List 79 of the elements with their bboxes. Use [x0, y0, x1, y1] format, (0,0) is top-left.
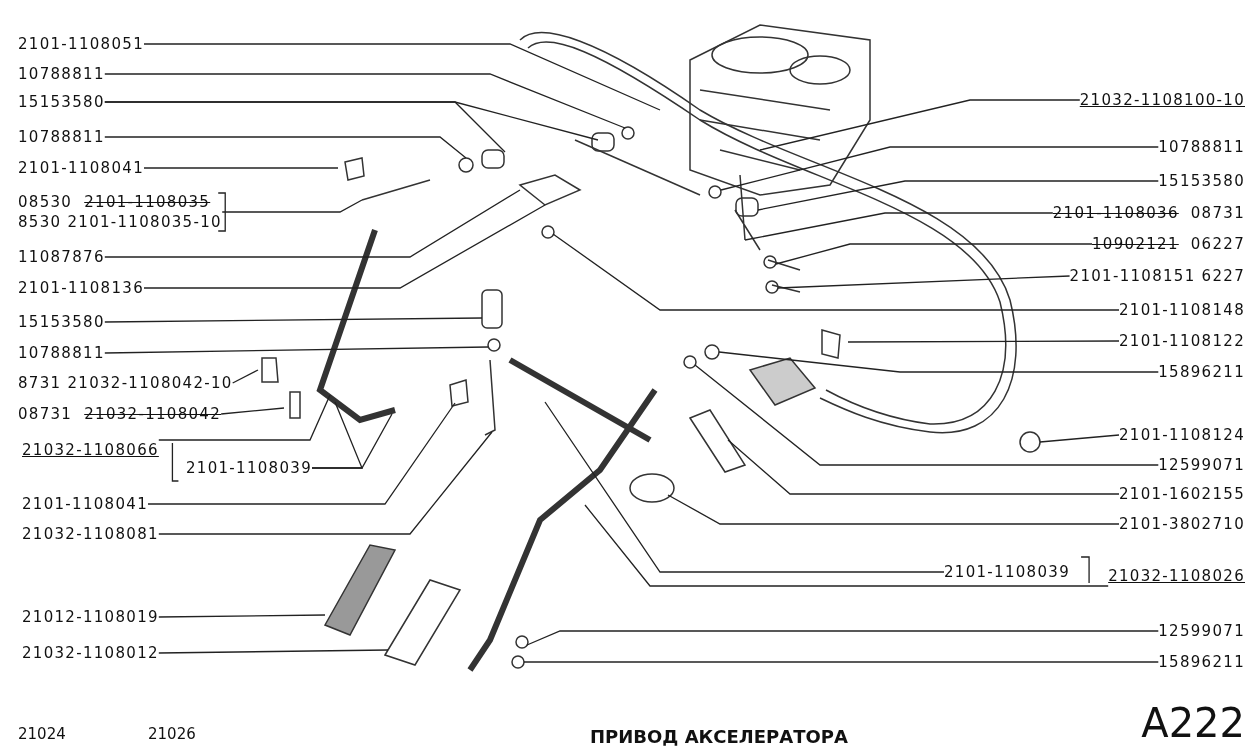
assembly-number: 21032-1108100-10: [1079, 90, 1245, 110]
leader-line: [775, 243, 1093, 265]
part-number: 2101-1108151 6227: [1069, 266, 1245, 286]
part-number: 21032-1108081: [22, 524, 159, 544]
sheet-number: A222: [1141, 700, 1245, 746]
part-number: 10788811: [1158, 137, 1245, 157]
part-number: 15896211: [1158, 652, 1245, 672]
assembly-number: 21032-1108066: [22, 440, 159, 460]
struck-part-number: 10902121: [1092, 234, 1179, 254]
leader-line: [158, 614, 326, 618]
struck-part-number: 2101-1108036: [1052, 203, 1179, 223]
part-number: 2101-1602155: [1119, 484, 1245, 504]
leader-line: [104, 189, 521, 258]
part-number: 2101-1108039: [186, 458, 312, 478]
part-number: 21012-1108019: [22, 607, 159, 627]
part-number: 2101-1108051: [18, 34, 144, 54]
leader-line: [523, 661, 1159, 663]
part-number: 2101-1108124: [1119, 425, 1245, 445]
leader-line: [757, 180, 1159, 211]
leader-line: [143, 204, 546, 289]
leader-line: [232, 369, 259, 384]
leader-line: [104, 136, 467, 159]
leader-line: [718, 351, 1159, 373]
leader-line: [147, 402, 456, 505]
leader-line: [847, 340, 1120, 343]
part-number: 12599071: [1158, 621, 1245, 641]
leader-line: [584, 504, 1109, 587]
leader-line: [158, 649, 389, 654]
part-number: 15153580: [1158, 171, 1245, 191]
leader-line: [694, 364, 1159, 466]
leader-line: [1039, 434, 1120, 443]
part-number: 06227: [1190, 234, 1245, 254]
model-number: 21026: [148, 725, 196, 743]
part-number: 2101-1108039: [944, 562, 1070, 582]
leader-line: [552, 233, 1120, 311]
part-number: 10788811: [18, 343, 105, 363]
part-number: 8530 2101-1108035-10: [18, 212, 222, 232]
leader-line: [104, 101, 599, 141]
part-number: 15153580: [18, 312, 105, 332]
part-number: 08731: [1190, 203, 1245, 223]
part-number: 21032-1108012: [22, 643, 159, 663]
struck-part-number: 2101-1108035: [84, 192, 211, 212]
part-number: 08530: [18, 192, 73, 212]
leader-line: [158, 394, 331, 441]
assembly-number: 21032-1108026: [1108, 566, 1245, 586]
leader-line: [759, 99, 1081, 151]
leader-line: [667, 494, 1120, 525]
leader-line: [221, 199, 363, 213]
part-number: 2101-1108148: [1119, 300, 1245, 320]
leader-line: [143, 167, 339, 169]
struck-part-number: 21032-1108042: [84, 404, 222, 424]
drawing-title: ПРИВОД АКСЕЛЕРАТОРА: [590, 726, 848, 747]
part-number: 11087876: [18, 247, 105, 267]
part-number: 2101-1108122: [1119, 331, 1245, 351]
leader-line: [526, 630, 1159, 646]
leader-line: [104, 73, 626, 129]
part-number: 2101-1108136: [18, 278, 144, 298]
leader-line: [544, 401, 945, 573]
part-number: 8731 21032-1108042-10: [18, 373, 233, 393]
model-number: 21024: [18, 725, 66, 743]
part-number: 08731: [18, 404, 73, 424]
part-number: 2101-3802710: [1119, 514, 1245, 534]
part-number: 12599071: [1158, 455, 1245, 475]
leader-line: [720, 146, 1159, 191]
leader-line: [158, 431, 493, 535]
leader-line: [220, 407, 285, 415]
leader-line: [744, 212, 1054, 241]
part-number: 2101-1108041: [18, 158, 144, 178]
leader-line: [727, 439, 1120, 495]
leader-line: [104, 346, 489, 354]
leader-line: [777, 275, 1071, 289]
part-number: 2101-1108041: [22, 494, 148, 514]
leader-line: [311, 413, 393, 469]
part-number: 10788811: [18, 127, 105, 147]
part-number: 15896211: [1158, 362, 1245, 382]
leader-line: [104, 317, 483, 323]
leader-line: [143, 43, 661, 111]
part-number: 15153580: [18, 92, 105, 112]
part-number: 10788811: [18, 64, 105, 84]
